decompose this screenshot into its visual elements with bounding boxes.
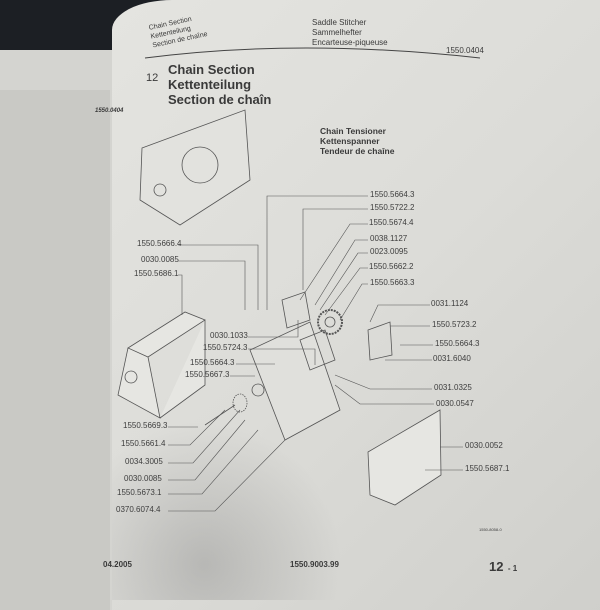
part-label: 0034.3005: [125, 457, 163, 466]
part-label: 1550.5666.4: [137, 239, 182, 248]
header-machine-fr: Encarteuse-piqueuse: [312, 38, 388, 47]
part-label: 1550.5662.2: [369, 262, 414, 271]
footer-date: 04.2005: [103, 560, 132, 569]
part-label: 1550.5722.2: [370, 203, 415, 212]
header-code: 1550.0404: [446, 46, 484, 55]
subtitle-en: Chain Tensioner: [320, 126, 386, 136]
part-label: 0370.6074.4: [116, 505, 161, 514]
title-de: Kettenteilung: [168, 77, 252, 92]
part-label: 0031.1124: [431, 299, 469, 308]
part-label: 1550.5724.3: [203, 343, 248, 352]
part-label: 1550.5687.1: [465, 464, 510, 473]
footer-page-number: 12 - 1: [489, 558, 517, 576]
footer-doc-number: 1550.9003.99: [290, 560, 339, 569]
subtitle-de: Kettenspanner: [320, 136, 380, 146]
part-label: 1550.5664.3: [370, 190, 415, 199]
part-label: 0031.0325: [434, 383, 472, 392]
header-machine-en: Saddle Stitcher: [312, 18, 367, 27]
part-label: 0031.6040: [433, 354, 471, 363]
background-page-2: [0, 90, 110, 610]
page-major: 12: [489, 559, 504, 574]
part-label: 1550.5674.4: [369, 218, 414, 227]
header-machine: Saddle Stitcher Sammelhefter Encarteuse-…: [312, 18, 388, 48]
part-label: 1550.5664.3: [435, 339, 480, 348]
title-fr: Section de chaîn: [168, 92, 272, 107]
part-label: 0030.0085: [124, 474, 162, 483]
subtitle: Chain Tensioner Kettenspanner Tendeur de…: [320, 126, 394, 156]
header-machine-de: Sammelhefter: [312, 28, 362, 37]
page-title: Chain Section Kettenteilung Section de c…: [168, 62, 271, 107]
part-label: 0030.0547: [436, 399, 474, 408]
part-label: 1550.5661.4: [121, 439, 166, 448]
part-label: 0023.0095: [370, 247, 408, 256]
drawing-code: 1550-8058-0: [479, 527, 502, 532]
part-label: 0030.0085: [141, 255, 179, 264]
part-label: 1550.5723.2: [432, 320, 477, 329]
side-page-code: 1550.0404: [95, 108, 124, 114]
part-label: 1550.5669.3: [123, 421, 168, 430]
subtitle-fr: Tendeur de chaîne: [320, 146, 395, 156]
part-label: 0030.1033: [210, 331, 248, 340]
catalog-page: [112, 0, 600, 610]
part-label: 1550.5667.3: [185, 370, 230, 379]
part-label: 1550.5664.3: [190, 358, 235, 367]
part-label: 0038.1127: [370, 234, 408, 243]
title-en: Chain Section: [168, 62, 255, 77]
section-number: 12: [146, 72, 159, 84]
part-label: 1550.5663.3: [370, 278, 415, 287]
part-label: 0030.0052: [465, 441, 503, 450]
part-label: 1550.5673.1: [117, 488, 162, 497]
page-minor: - 1: [507, 564, 518, 573]
part-label: 1550.5686.1: [134, 269, 179, 278]
